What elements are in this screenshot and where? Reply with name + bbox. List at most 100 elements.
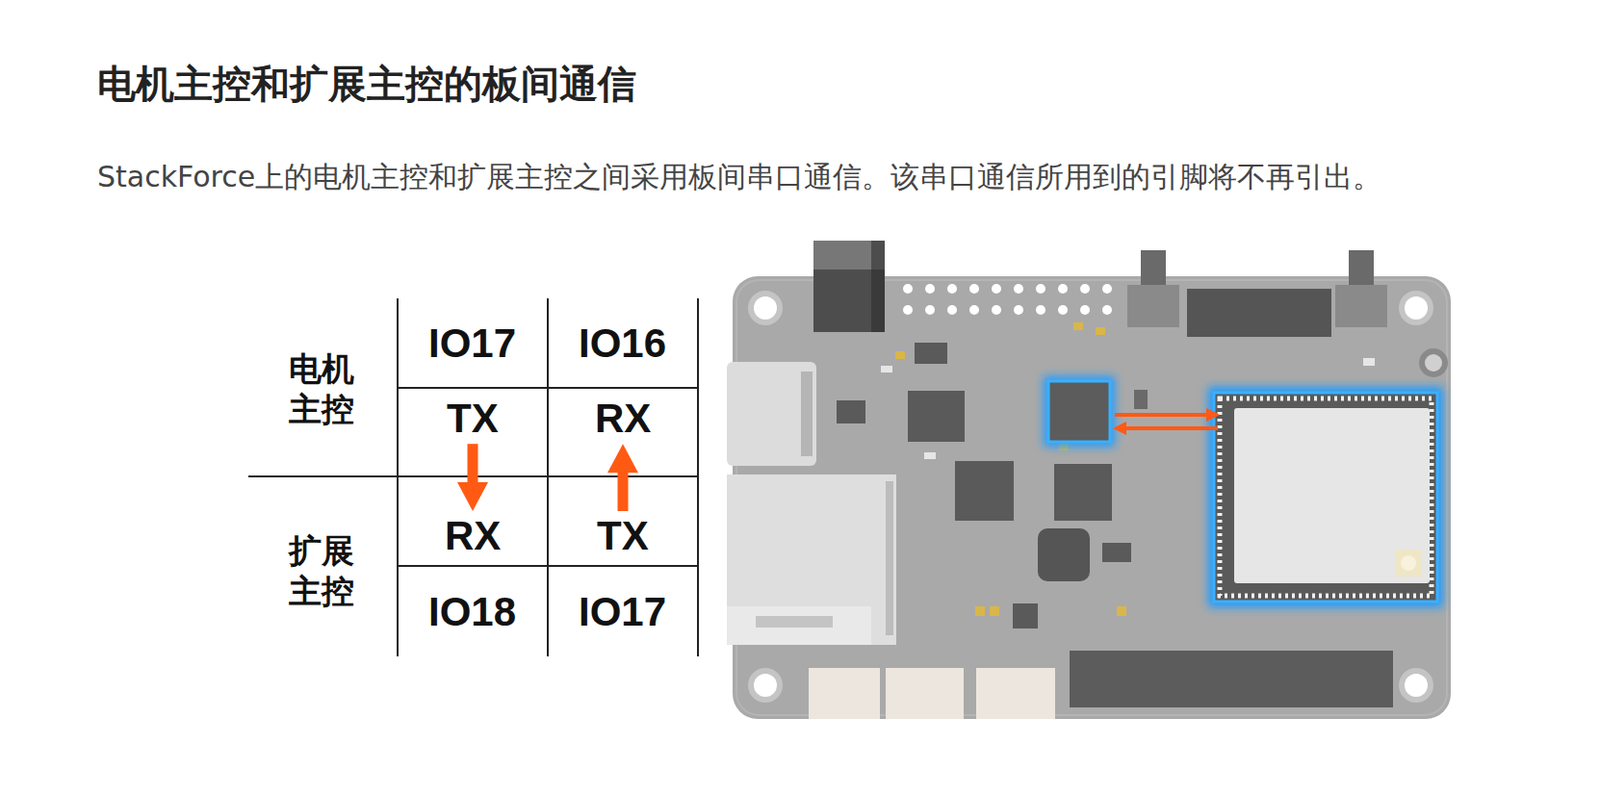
jst-connector [976,668,1056,720]
cell-text: IO16 [578,321,667,366]
pin-header-holes [969,305,980,315]
barrel-jack [871,269,885,333]
table-cell: RX [444,514,501,559]
cell-text: TX [596,514,649,559]
smd-component [1363,358,1375,366]
pin-header-holes [991,283,1002,294]
smd-component [975,606,985,617]
barrel-jack [813,240,885,333]
cell-text: IO18 [428,590,517,635]
pin-header-holes [1058,283,1068,294]
uart-arrows [1124,426,1218,431]
pin-header-holes [1013,305,1024,315]
pin-header-holes [925,305,935,315]
pin-header-holes [1102,305,1112,315]
pin-header-holes [1080,283,1090,294]
arrow-head [457,482,489,512]
jst-connector [808,668,1056,720]
ic-chip [1012,603,1038,629]
mounting-hole [753,296,777,320]
pin-header-holes [903,283,1112,315]
pin-header-holes [991,305,1002,315]
page-title: 电机主控和扩展主控的板间通信 [97,58,637,109]
table-cell: IO17 [428,321,517,366]
smd-component [1134,389,1148,410]
table-grid [397,565,698,568]
pin-header-holes [1013,283,1024,294]
smd-component [1095,327,1106,336]
table-cell: RX [594,396,651,441]
table-cell: TX [446,396,499,441]
uart-arrows [1114,412,1209,417]
header-connector [1187,288,1332,337]
ic-chip [954,461,1014,521]
wifi-module [1400,555,1417,571]
table-grid [248,298,698,657]
signal-arrow [607,443,639,512]
pin-header-holes [1102,283,1112,294]
push-button [1127,284,1180,328]
mounting-hole [748,668,783,703]
uart-arrows [1112,408,1220,436]
ic-chip [1037,528,1090,582]
push-button [1419,348,1448,378]
mounting-hole [1398,290,1434,326]
row-header: 电机主控 [287,348,356,430]
usb-port [726,361,817,466]
table-cell: IO17 [578,590,667,635]
pin-header-holes [1058,305,1068,315]
ic-chip [836,400,866,424]
smd-component [1116,606,1127,617]
pin-header-holes [947,305,957,315]
row-header: 扩展主控 [287,530,356,612]
mounting-hole [748,290,783,326]
table-cell: TX [596,514,649,559]
header-connector [1069,650,1394,708]
highlighted-chip [1048,381,1110,442]
sd-card-slot [885,481,894,636]
mounting-hole [1398,668,1434,703]
ic-chip [836,342,1132,629]
arrow-shaft [467,443,479,485]
smd-component [1073,322,1084,331]
wifi-module [1234,408,1430,584]
pin-header-holes [903,305,913,315]
smd-component [989,606,1000,617]
table-grid [397,387,698,389]
sd-card-slot [726,474,897,646]
pin-header-holes [947,283,957,294]
pin-header-holes [925,283,935,294]
sd-card-slot [755,616,833,628]
ic-chip [907,390,965,442]
pin-header-holes [969,283,980,294]
cell-text: RX [444,514,501,559]
wifi-module [1213,392,1438,602]
table-cell: IO16 [578,321,667,366]
mounting-hole [1404,296,1428,320]
wifi-module [1394,549,1422,577]
uart-arrows [1206,408,1220,422]
ic-chip [1054,464,1112,521]
pin-header-holes [1035,305,1046,315]
highlighted-chip [1048,381,1110,442]
smd-component [924,452,936,460]
push-button [1348,250,1374,289]
push-button [1127,250,1448,378]
jst-connector [808,668,880,720]
arrow-shaft [618,470,629,512]
push-button [1140,250,1166,289]
cell-text: TX [446,396,499,441]
usb-port [800,371,813,457]
wifi-module [1219,398,1432,596]
push-button [1424,354,1443,372]
ic-chip [914,342,948,364]
usb-port [726,361,817,466]
pin-header-holes [1035,283,1046,294]
pin-header-holes [1080,305,1090,315]
cell-text: IO17 [428,321,517,366]
barrel-jack [813,240,885,333]
sd-card-slot [726,606,872,646]
mounting-hole [1404,673,1428,697]
